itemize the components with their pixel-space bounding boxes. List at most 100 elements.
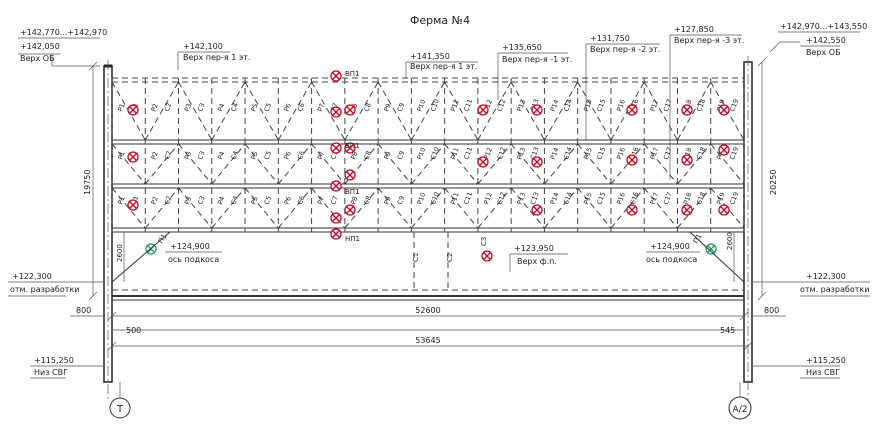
svg-text:+142,550: +142,550 [806, 36, 846, 45]
member-label: Р6 [283, 102, 293, 112]
dim-500-545: 500 545 [112, 326, 744, 335]
member-label: Р14 [549, 146, 561, 160]
dim-height-left: 19750 [83, 61, 98, 301]
strut-axis-left: +124,900 ось подкоса [165, 242, 222, 264]
drawing-title: Ферма №4 [410, 14, 470, 27]
truss-diagonal [610, 143, 645, 185]
member-label: С4 [229, 195, 239, 206]
member-label: С3 [196, 150, 206, 161]
spacer-marker [330, 228, 342, 240]
truss-diagonal [178, 143, 213, 185]
truss-diagonal [277, 187, 312, 229]
svg-text:Верх пер-я -3 эт.: Верх пер-я -3 эт. [674, 36, 744, 45]
svg-text:ВП1: ВП1 [345, 70, 360, 78]
member-label: С9 [396, 102, 406, 113]
member-label: Р10 [416, 98, 428, 112]
member-label: Р6 [283, 195, 293, 205]
svg-text:+135,650: +135,650 [502, 43, 542, 52]
spacer-marker [718, 144, 730, 156]
truss-diagonal [510, 81, 545, 141]
truss-diagonal [477, 143, 512, 185]
svg-text:Верх ф.п.: Верх ф.п. [517, 257, 557, 266]
truss-diagonal [144, 81, 179, 141]
member-label: С16 [629, 146, 641, 161]
member-label: С9 [396, 150, 406, 161]
member-label: С14 [562, 146, 574, 161]
truss-diagonal [211, 187, 246, 229]
truss-diagonal [377, 143, 412, 185]
member-label: Р6 [283, 150, 293, 160]
member-label: Р17 [649, 191, 661, 205]
member-label: Р5 [249, 150, 259, 160]
member-label: Р5 [249, 102, 259, 112]
spacer-marker [127, 199, 139, 211]
truss-diagonal [710, 143, 745, 185]
svg-text:ВП1: ВП1 [345, 142, 360, 150]
truss-diagonal [178, 187, 213, 229]
member-label: С15 [595, 98, 607, 113]
truss-diagonal [444, 81, 479, 141]
svg-text:С3: С3 [480, 237, 488, 246]
truss-diagonal [444, 187, 479, 229]
member-label: С11 [462, 98, 474, 113]
svg-text:+142,770...+142,970: +142,770...+142,970 [20, 28, 107, 37]
truss-diagonal [577, 81, 612, 141]
member-label: С6 [296, 150, 306, 161]
svg-text:С1: С1 [412, 253, 420, 262]
svg-text:800: 800 [764, 306, 779, 315]
member-label: Р16 [615, 146, 627, 160]
level-top-left: +142,770...+142,970 +142,050 Верх ОБ [18, 28, 107, 67]
member-label: С4 [229, 150, 239, 161]
member-label: С11 [462, 146, 474, 161]
member-label: Р11 [449, 191, 461, 205]
spacer-marker [330, 180, 342, 192]
member-label: С5 [263, 150, 273, 161]
svg-text:Верх пер-я 1 эт.: Верх пер-я 1 эт. [410, 62, 477, 71]
member-label: С6 [296, 102, 306, 113]
member-label: Р3 [183, 150, 193, 160]
spacer-marker [718, 104, 730, 116]
member-label: Р12 [482, 191, 494, 205]
member-label: С9 [396, 195, 406, 206]
svg-text:отм. разработки: отм. разработки [800, 285, 869, 294]
dim-800-left: 800 [70, 306, 104, 317]
truss-diagonal [477, 187, 512, 229]
member-label: С8 [362, 150, 372, 161]
member-label: С7 [329, 195, 339, 206]
spacer-marker [344, 104, 356, 116]
truss-diagonal [311, 143, 346, 185]
truss-diagonal [178, 81, 213, 141]
svg-text:500: 500 [126, 326, 141, 335]
member-label: С12 [496, 98, 508, 113]
spacer-marker [127, 151, 139, 163]
dim-53645: 53645 [107, 336, 753, 351]
truss-diagonal [577, 143, 612, 185]
truss-diagonal [244, 143, 279, 185]
truss-diagonal [677, 81, 712, 141]
truss-diagonal [377, 81, 412, 141]
svg-text:Верх ОБ: Верх ОБ [20, 54, 55, 63]
spacer-marker [330, 142, 342, 154]
member-label: С10 [429, 191, 441, 206]
spacer-marker [344, 204, 356, 216]
member-label: Р7 [316, 195, 326, 205]
level-callouts: +142,100 Верх пер-я 1 эт. +141,350 Верх … [177, 25, 744, 180]
bottom-labels: С1 С2 С3 [412, 232, 488, 290]
truss-diagonal [577, 187, 612, 229]
member-label: Р9 [382, 195, 392, 205]
spacer-marker [344, 169, 356, 181]
truss-diagonal [677, 187, 712, 229]
axis-bubble-right: А/2 [728, 382, 752, 420]
member-label: С18 [695, 191, 707, 206]
member-label: Р4 [216, 195, 226, 205]
member-label: С19 [728, 98, 740, 113]
spacer-marker [344, 142, 356, 154]
svg-text:Низ СВГ: Низ СВГ [806, 368, 840, 377]
truss-diagonal [643, 143, 678, 185]
truss-diagonal [111, 187, 146, 229]
truss-diagonal [410, 81, 446, 141]
member-label: С11 [462, 191, 474, 206]
truss-diagonal [510, 143, 545, 185]
member-label: Р2 [150, 195, 160, 205]
truss-diagonal [277, 81, 313, 141]
